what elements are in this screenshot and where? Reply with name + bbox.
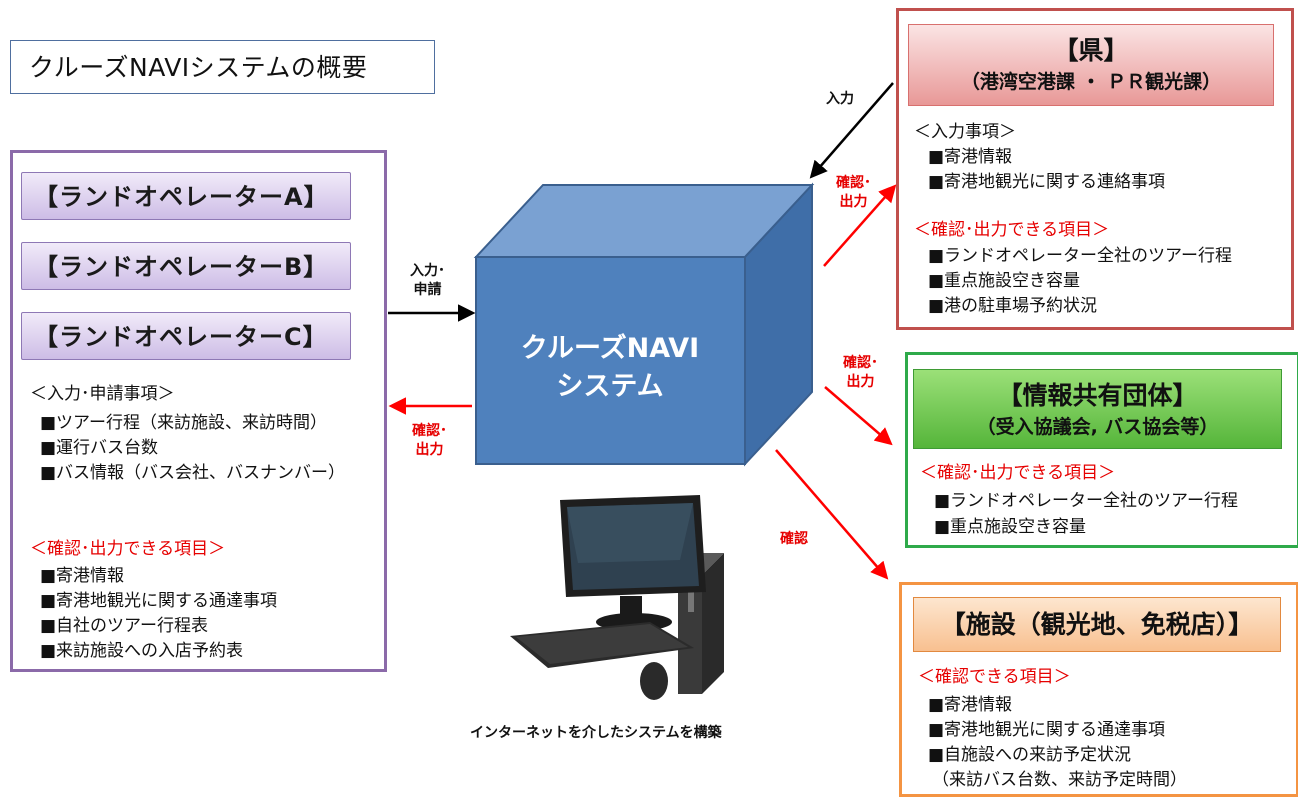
org-confirm-item: ■重点施設空き容量 (934, 517, 1087, 537)
caption: インターネットを介したシステムを構築 (470, 725, 722, 741)
land-operator-c-box: 【ランドオペレーターC】 (21, 312, 351, 360)
prefecture-header: 【県】 （港湾空港課 ・ ＰＲ観光課） (908, 24, 1274, 106)
land-operator-b-box: 【ランドオペレーターB】 (21, 242, 351, 290)
arrow-system-to-pref (823, 184, 897, 267)
lo-input-heading: ＜入力･申請事項＞ (30, 384, 175, 404)
lo-confirm-item: ■来訪施設への入店予約表 (40, 641, 244, 661)
arrow-pref-to-system (809, 82, 894, 179)
org-confirm-heading: ＜確認･出力できる項目＞ (920, 463, 1116, 483)
system-label-line1: クルーズNAVI (520, 333, 700, 364)
page-title: クルーズNAVIシステムの概要 (10, 40, 435, 94)
fac-confirm-item: ■寄港情報 (928, 695, 1013, 715)
system-label: クルーズNAVI システム (490, 330, 730, 406)
lo-confirm-heading: ＜確認･出力できる項目＞ (30, 539, 226, 559)
label-line: 確認･ (412, 423, 447, 439)
fac-confirm-heading: ＜確認できる項目＞ (918, 667, 1071, 687)
lo-confirm-item: ■寄港地観光に関する通達事項 (40, 591, 278, 611)
prefecture-header-subtitle: （港湾空港課 ・ ＰＲ観光課） (960, 71, 1222, 93)
pref-input-item: ■寄港情報 (928, 147, 1013, 167)
pref-confirm-item: ■港の駐車場予約状況 (928, 296, 1098, 316)
org-confirm-item: ■ランドオペレーター全社のツアー行程 (934, 491, 1239, 511)
label-system-to-pref: 確認･ 出力 (836, 174, 871, 212)
info-org-header-subtitle: （受入協議会, バス協会等） (976, 416, 1219, 438)
system-label-line2: システム (556, 371, 664, 402)
pref-confirm-heading: ＜確認･出力できる項目＞ (914, 220, 1110, 240)
computer-icon (510, 495, 724, 700)
info-org-header-title: 【情報共有団体】 (997, 381, 1198, 410)
fac-confirm-item: （来訪バス台数、来訪予定時間） (932, 770, 1187, 790)
pref-input-item: ■寄港地観光に関する連絡事項 (928, 172, 1166, 192)
label-pref-to-system: 入力 (826, 91, 854, 107)
label-lo-to-system: 入力･ 申請 (410, 262, 445, 300)
lo-input-item: ■ツアー行程（来訪施設、来訪時間） (40, 413, 328, 433)
prefecture-header-title: 【県】 (1053, 36, 1129, 65)
pref-confirm-item: ■重点施設空き容量 (928, 271, 1081, 291)
label-system-to-facility: 確認 (780, 531, 808, 547)
lo-confirm-item: ■寄港情報 (40, 566, 125, 586)
land-operator-a-box: 【ランドオペレーターA】 (21, 172, 351, 220)
land-operator-panel (10, 150, 387, 672)
label-line: 確認･ (836, 175, 871, 191)
arrow-system-to-facility (775, 449, 889, 580)
facility-header: 【施設（観光地、免税店）】 (913, 597, 1281, 652)
lo-confirm-item: ■自社のツアー行程表 (40, 616, 209, 636)
label-line: 出力 (839, 194, 868, 210)
fac-confirm-item: ■寄港地観光に関する通達事項 (928, 720, 1166, 740)
system-cube (473, 182, 815, 467)
facility-header-title: 【施設（観光地、免税店）】 (940, 610, 1254, 639)
pref-confirm-item: ■ランドオペレーター全社のツアー行程 (928, 246, 1233, 266)
label-system-to-org: 確認･ 出力 (843, 354, 878, 392)
lo-input-item: ■バス情報（バス会社、バスナンバー） (40, 463, 346, 483)
arrow-system-to-org (824, 386, 893, 446)
fac-confirm-item: ■自施設への来訪予定状況 (928, 745, 1132, 765)
label-line: 確認･ (843, 355, 878, 371)
pref-input-heading: ＜入力事項＞ (914, 122, 1016, 142)
label-line: 入力･ (410, 263, 445, 279)
label-line: 申請 (413, 282, 442, 298)
info-org-header: 【情報共有団体】 （受入協議会, バス協会等） (913, 369, 1282, 449)
label-line: 出力 (415, 442, 444, 458)
label-system-to-lo: 確認･ 出力 (412, 422, 447, 460)
lo-input-item: ■運行バス台数 (40, 438, 159, 458)
label-line: 出力 (846, 374, 875, 390)
